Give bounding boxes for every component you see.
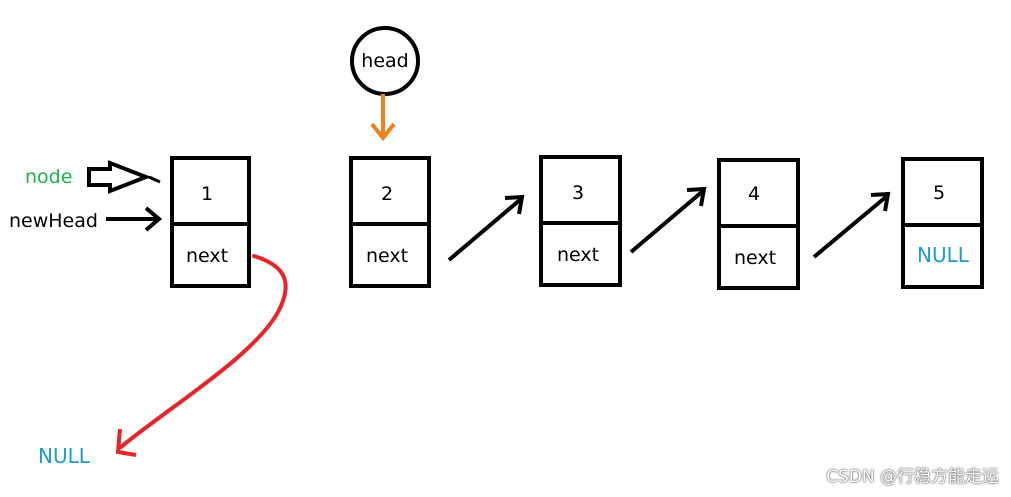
- list-node-4: 4 next: [717, 158, 800, 290]
- head-pointer: head: [350, 26, 420, 142]
- list-node-2: 2 next: [349, 156, 431, 288]
- link-arrow: [629, 189, 705, 254]
- head-label: head: [361, 50, 408, 72]
- forward-links: [447, 186, 891, 262]
- node-pointer: next: [734, 247, 776, 269]
- node-pointer: next: [557, 244, 599, 266]
- head-arrow-icon: [370, 122, 396, 142]
- node-pointer: node: [25, 160, 161, 194]
- reversed-link-arrowhead-icon: [115, 428, 137, 457]
- newhead-pointer: newHead: [9, 206, 163, 232]
- link-arrow: [447, 197, 523, 262]
- node-value: 5: [933, 182, 945, 204]
- list-node-3: 3 next: [539, 155, 622, 287]
- list-node-1: 1 next: [170, 156, 251, 288]
- node-label: node: [25, 166, 72, 188]
- node-value: 2: [381, 183, 393, 205]
- link-arrowhead-icon: [686, 186, 707, 207]
- null-target-label: NULL: [38, 444, 91, 468]
- list-node-5: 5 NULL: [901, 157, 984, 289]
- reversed-link-curve: [119, 254, 288, 449]
- node-pointer-null: NULL: [917, 243, 970, 267]
- newhead-arrowhead-icon: [144, 206, 163, 232]
- node-pointer: next: [186, 245, 228, 267]
- pointer-tick: [148, 175, 161, 184]
- link-arrowhead-icon: [870, 191, 891, 212]
- node-pointer: next: [366, 245, 408, 267]
- hollow-arrow-icon: [87, 160, 152, 194]
- newhead-label: newHead: [9, 210, 98, 232]
- watermark: CSDN @行稳方能走远: [826, 467, 999, 487]
- node-value: 3: [572, 182, 584, 204]
- link-arrowhead-icon: [504, 194, 525, 215]
- node-value: 4: [748, 183, 760, 205]
- reversed-link: NULL: [38, 254, 288, 468]
- link-arrow: [812, 194, 889, 259]
- node-value: 1: [201, 183, 213, 205]
